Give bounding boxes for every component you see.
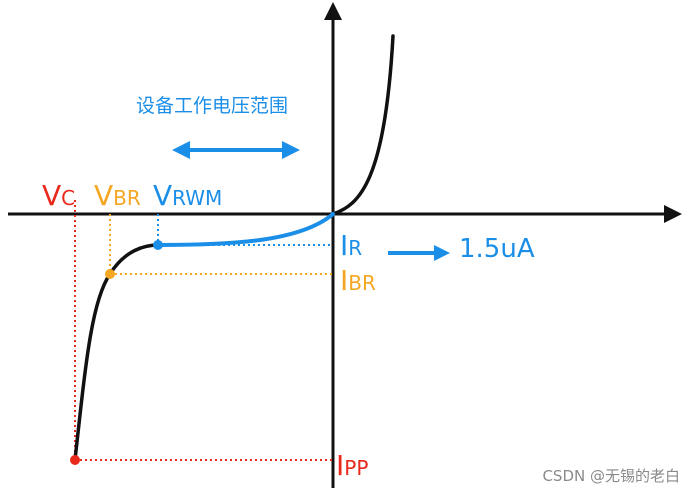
vc-ipp-point (70, 455, 80, 465)
x-axis-arrowhead (664, 205, 682, 223)
operating-voltage-range-label: 设备工作电压范围 (136, 95, 288, 117)
ibr-label: IBR (340, 264, 376, 297)
vbr-label: VBR (94, 179, 141, 212)
iv-curve-leakage-region (156, 212, 335, 247)
operating-range-arrowhead-left (172, 141, 190, 159)
vbr-ibr-point (105, 269, 115, 279)
operating-range-arrowhead-right (282, 141, 300, 159)
iv-curve-reverse-breakdown (73, 243, 160, 462)
y-axis-arrowhead (324, 2, 342, 20)
watermark: CSDN @无锡的老白 (542, 467, 680, 485)
iv-curve-forward (331, 34, 395, 216)
ir-value-arrowhead (434, 245, 450, 261)
ipp-label: IPP (336, 449, 368, 482)
vc-label: VC (42, 179, 75, 212)
vrwm-ir-point (153, 240, 163, 250)
ir-label: IR (340, 229, 362, 262)
vrwm-label: VRWM (153, 179, 222, 212)
leakage-current-value: 1.5uA (459, 234, 535, 264)
